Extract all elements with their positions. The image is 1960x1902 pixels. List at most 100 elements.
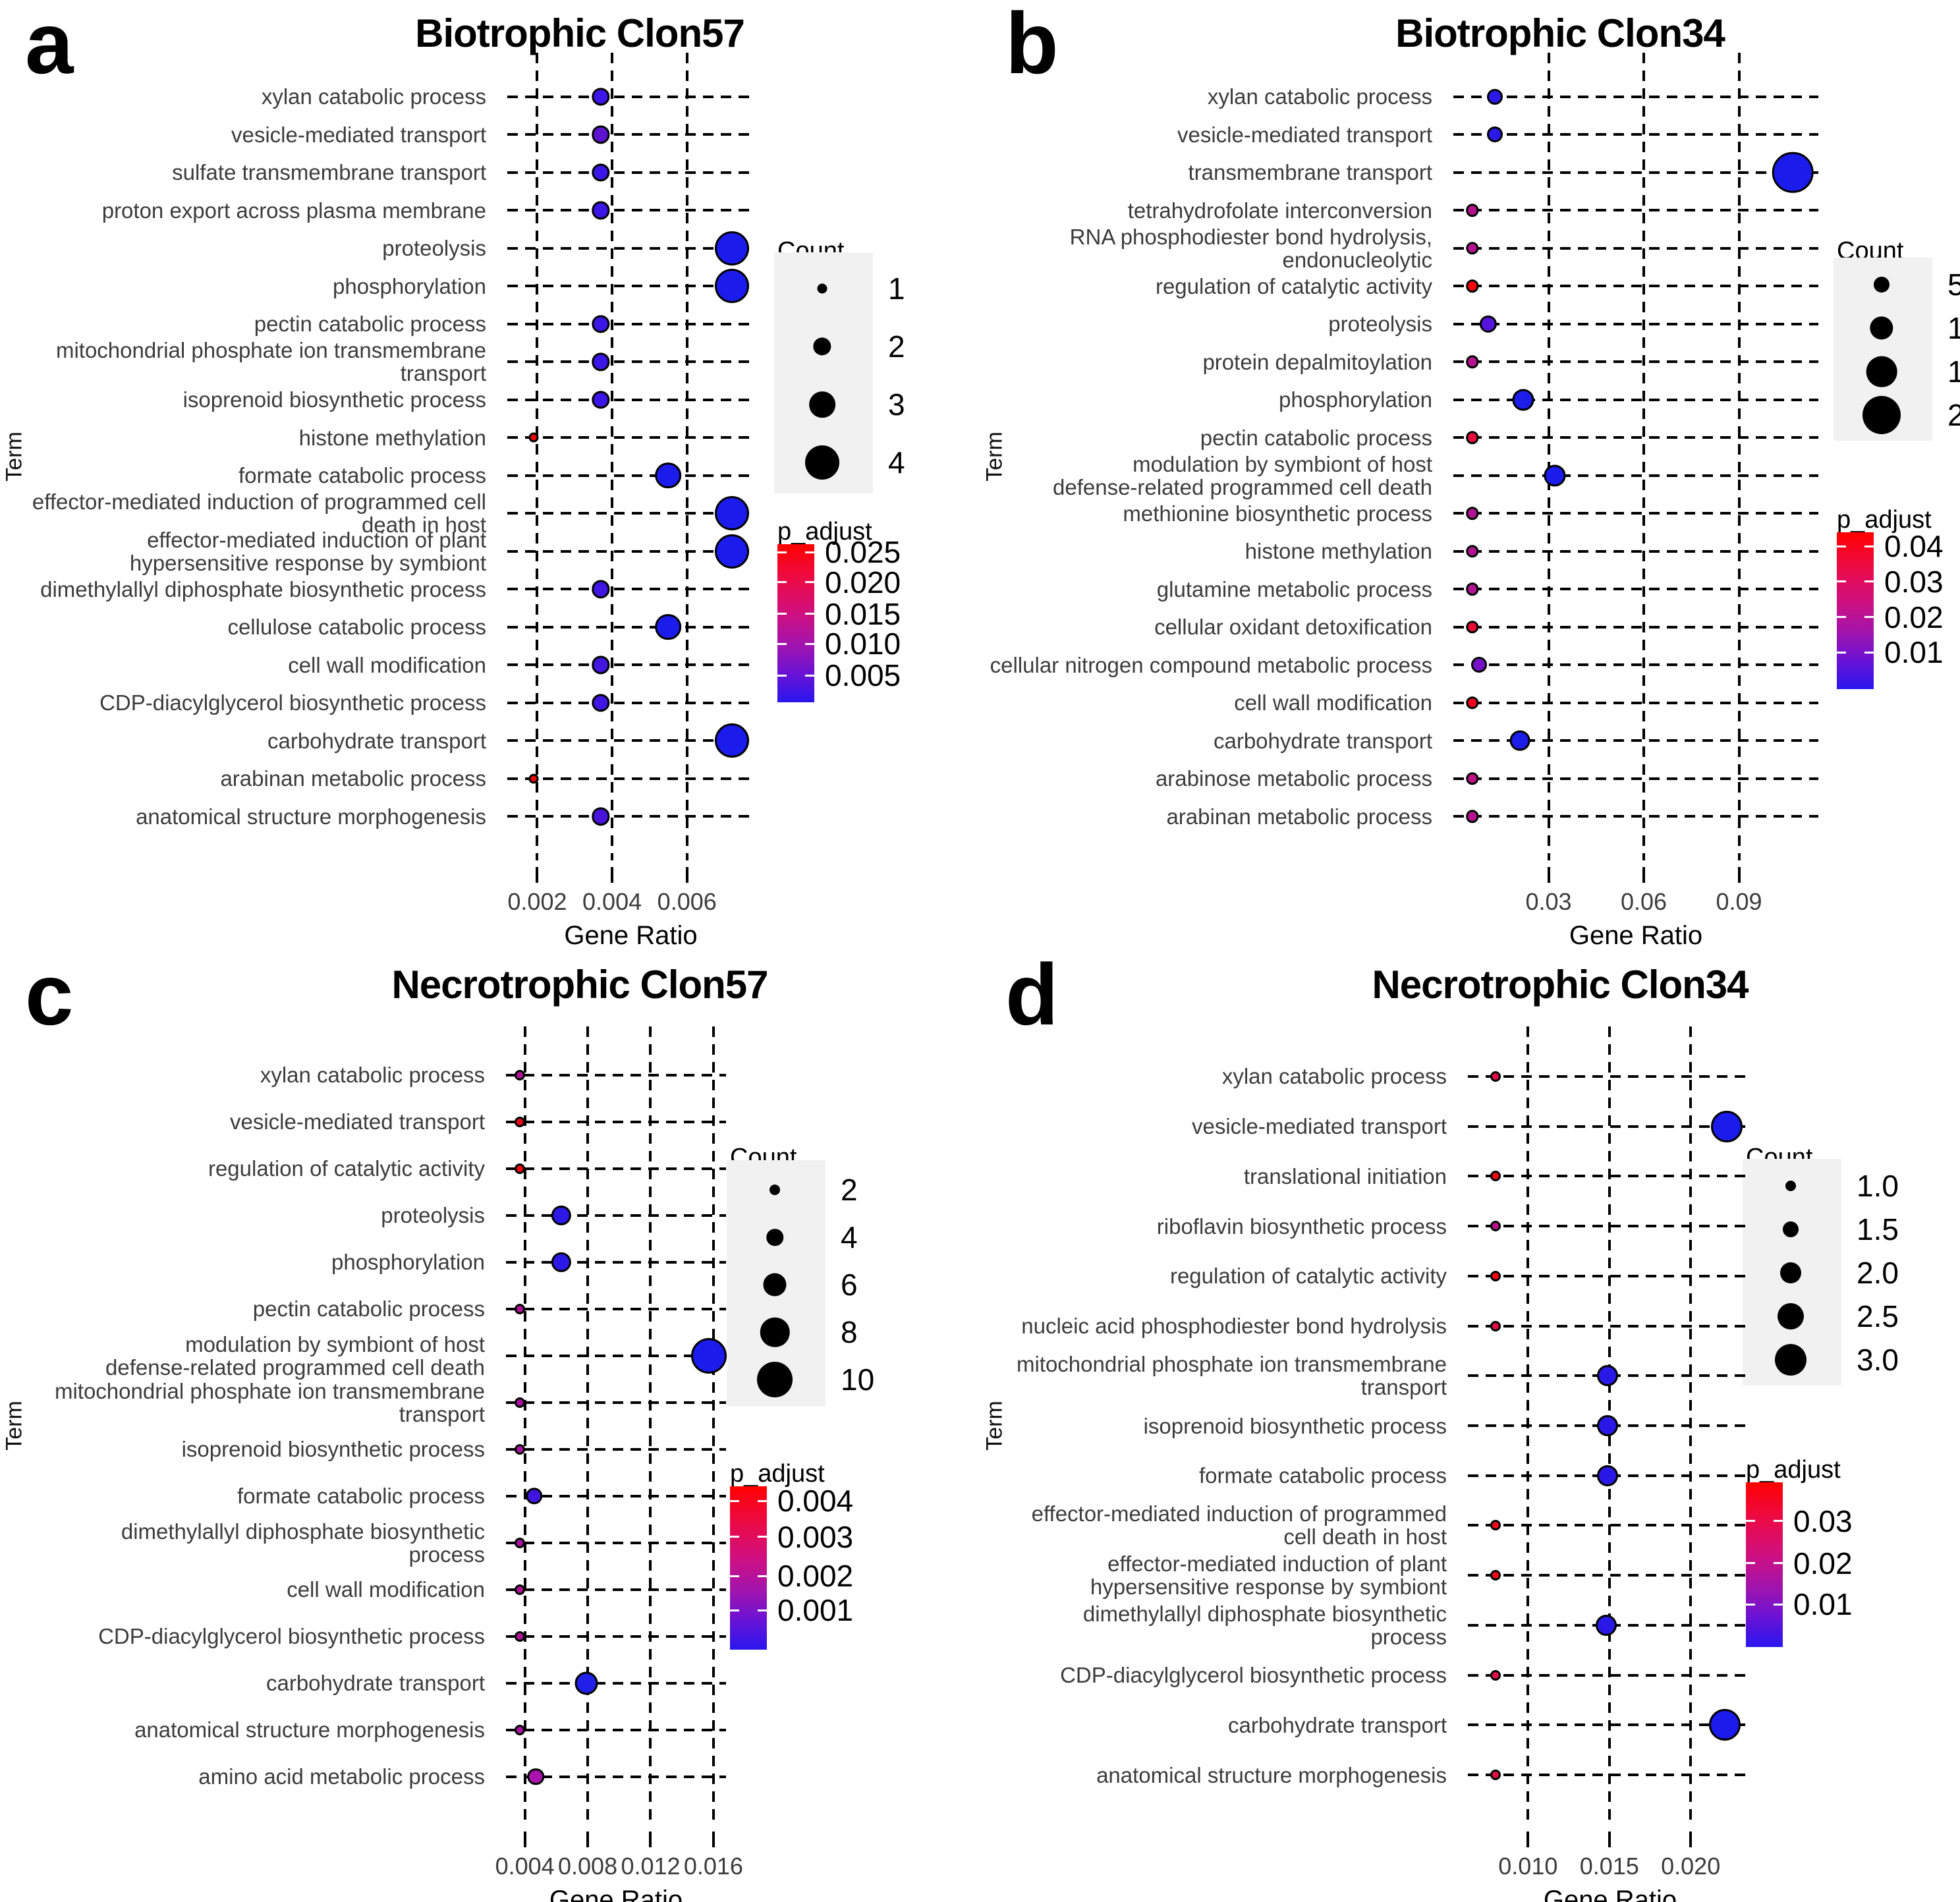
row-dashed-line (506, 1681, 726, 1685)
count-legend-dot (757, 1362, 793, 1397)
term-label: riboflavin biosynthetic process (988, 1215, 1447, 1238)
data-point (592, 315, 610, 333)
data-point (1597, 1365, 1619, 1387)
data-point (515, 1724, 526, 1735)
data-point (592, 580, 610, 598)
term-label: regulation of catalytic activity (988, 275, 1432, 298)
row-dashed-line (507, 588, 754, 591)
term-label: cellular nitrogen compound metabolic pro… (988, 654, 1432, 677)
data-point (592, 352, 610, 371)
data-point (1490, 1570, 1501, 1581)
x-tick-label: 0.012 (621, 1853, 681, 1880)
x-tick-label: 0.03 (1525, 888, 1572, 915)
count-legend-dot (760, 1317, 790, 1347)
padjust-legend-title: p_adjust (1837, 506, 1932, 534)
row-dashed-line (1453, 815, 1818, 818)
term-label-line: transport (400, 361, 486, 386)
data-point (1466, 204, 1479, 217)
count-legend-value: 20 (1947, 398, 1960, 432)
x-tick-label: 0.020 (1661, 1853, 1721, 1880)
data-point (1470, 657, 1487, 673)
padjust-tick-label: 0.003 (777, 1519, 854, 1554)
term-label: vesicle-mediated transport (8, 1110, 485, 1133)
term-label: phosphorylation (8, 1250, 485, 1273)
padjust-tick-label: 0.02 (1884, 600, 1944, 634)
term-label: histone methylation (8, 426, 486, 449)
data-point (515, 1069, 526, 1080)
data-point (1466, 582, 1479, 596)
row-dashed-line (506, 1541, 726, 1544)
term-label: carbohydrate transport (8, 729, 486, 752)
data-point (1486, 88, 1503, 105)
panel-letter: b (1005, 0, 1059, 92)
x-gridline (685, 53, 688, 860)
term-label-line: transport (1360, 1375, 1447, 1400)
term-label: anatomical structure morphogenesis (988, 1764, 1447, 1787)
term-label: sulfate transmembrane transport (8, 161, 486, 184)
term-label-line: vesicle-mediated transport (1191, 1114, 1447, 1139)
padjust-tick-left (777, 674, 787, 677)
x-gridline (649, 1026, 652, 1825)
term-label-line: sulfate transmembrane transport (172, 160, 486, 185)
x-gridline (1547, 53, 1550, 860)
term-label: pectin catabolic process (988, 426, 1432, 449)
data-point (714, 231, 749, 266)
padjust-tick-left (1837, 580, 1846, 583)
count-legend-value: 1.5 (1857, 1212, 1899, 1246)
count-legend-value: 1.0 (1857, 1169, 1899, 1203)
term-label-line: arabinan metabolic process (1166, 804, 1432, 829)
x-axis-label: Gene Ratio (1543, 1886, 1677, 1902)
count-legend-value: 1 (888, 271, 905, 306)
data-point (1490, 1669, 1501, 1681)
x-tick-mark (1642, 867, 1646, 883)
term-label-line: tetrahydrofolate interconversion (1127, 198, 1432, 223)
data-point (515, 1537, 526, 1548)
term-label-line: xylan catabolic process (261, 84, 486, 109)
term-label-line: phosphorylation (333, 273, 486, 298)
term-label-line: phosphorylation (331, 1250, 485, 1274)
row-dashed-line (1468, 1225, 1752, 1228)
padjust-tick-right (1864, 651, 1874, 654)
row-dashed-line (507, 95, 754, 98)
term-label: effector-mediated induction of programme… (988, 1502, 1447, 1548)
row-dashed-line (506, 1354, 726, 1357)
term-label-line: modulation by symbiont of host (1133, 451, 1432, 476)
count-legend-dot (809, 391, 835, 418)
count-legend-dot (1874, 277, 1890, 293)
term-label-line: modulation by symbiont of host (185, 1331, 485, 1357)
x-tick-mark (586, 1832, 590, 1847)
padjust-tick-label: 0.004 (777, 1484, 854, 1519)
term-label: xylan catabolic process (988, 85, 1432, 108)
term-label: formate catabolic process (988, 1464, 1447, 1487)
data-point (592, 201, 610, 219)
row-dashed-line (506, 1775, 726, 1778)
row-dashed-line (1468, 1274, 1752, 1277)
x-tick-mark (523, 1832, 526, 1847)
term-label-line: formate catabolic process (1198, 1463, 1447, 1488)
data-point (714, 496, 749, 531)
row-dashed-line (1468, 1723, 1752, 1727)
row-dashed-line (507, 474, 754, 477)
count-legend-dot (1780, 1262, 1801, 1283)
count-legend-dot (1862, 396, 1901, 434)
data-point (551, 1205, 571, 1225)
term-label-line: mitochondrial phosphate ion transmembran… (1016, 1352, 1447, 1377)
term-label: cellular oxidant detoxification (988, 615, 1432, 638)
row-dashed-line (1453, 777, 1818, 780)
data-point (592, 391, 610, 409)
term-label-line: vesicle-mediated transport (1177, 122, 1432, 147)
term-label-line: glutamine metabolic process (1156, 576, 1432, 601)
x-tick-label: 0.06 (1620, 888, 1667, 915)
term-label-line: pectin catabolic process (252, 1297, 485, 1321)
data-point (1509, 730, 1530, 751)
data-point (1466, 279, 1479, 293)
row-dashed-line (1453, 739, 1818, 742)
data-point (1466, 772, 1479, 785)
term-label: vesicle-mediated transport (8, 123, 486, 146)
x-tick-mark (1526, 1832, 1530, 1847)
term-label-line: histone methylation (1245, 539, 1432, 564)
